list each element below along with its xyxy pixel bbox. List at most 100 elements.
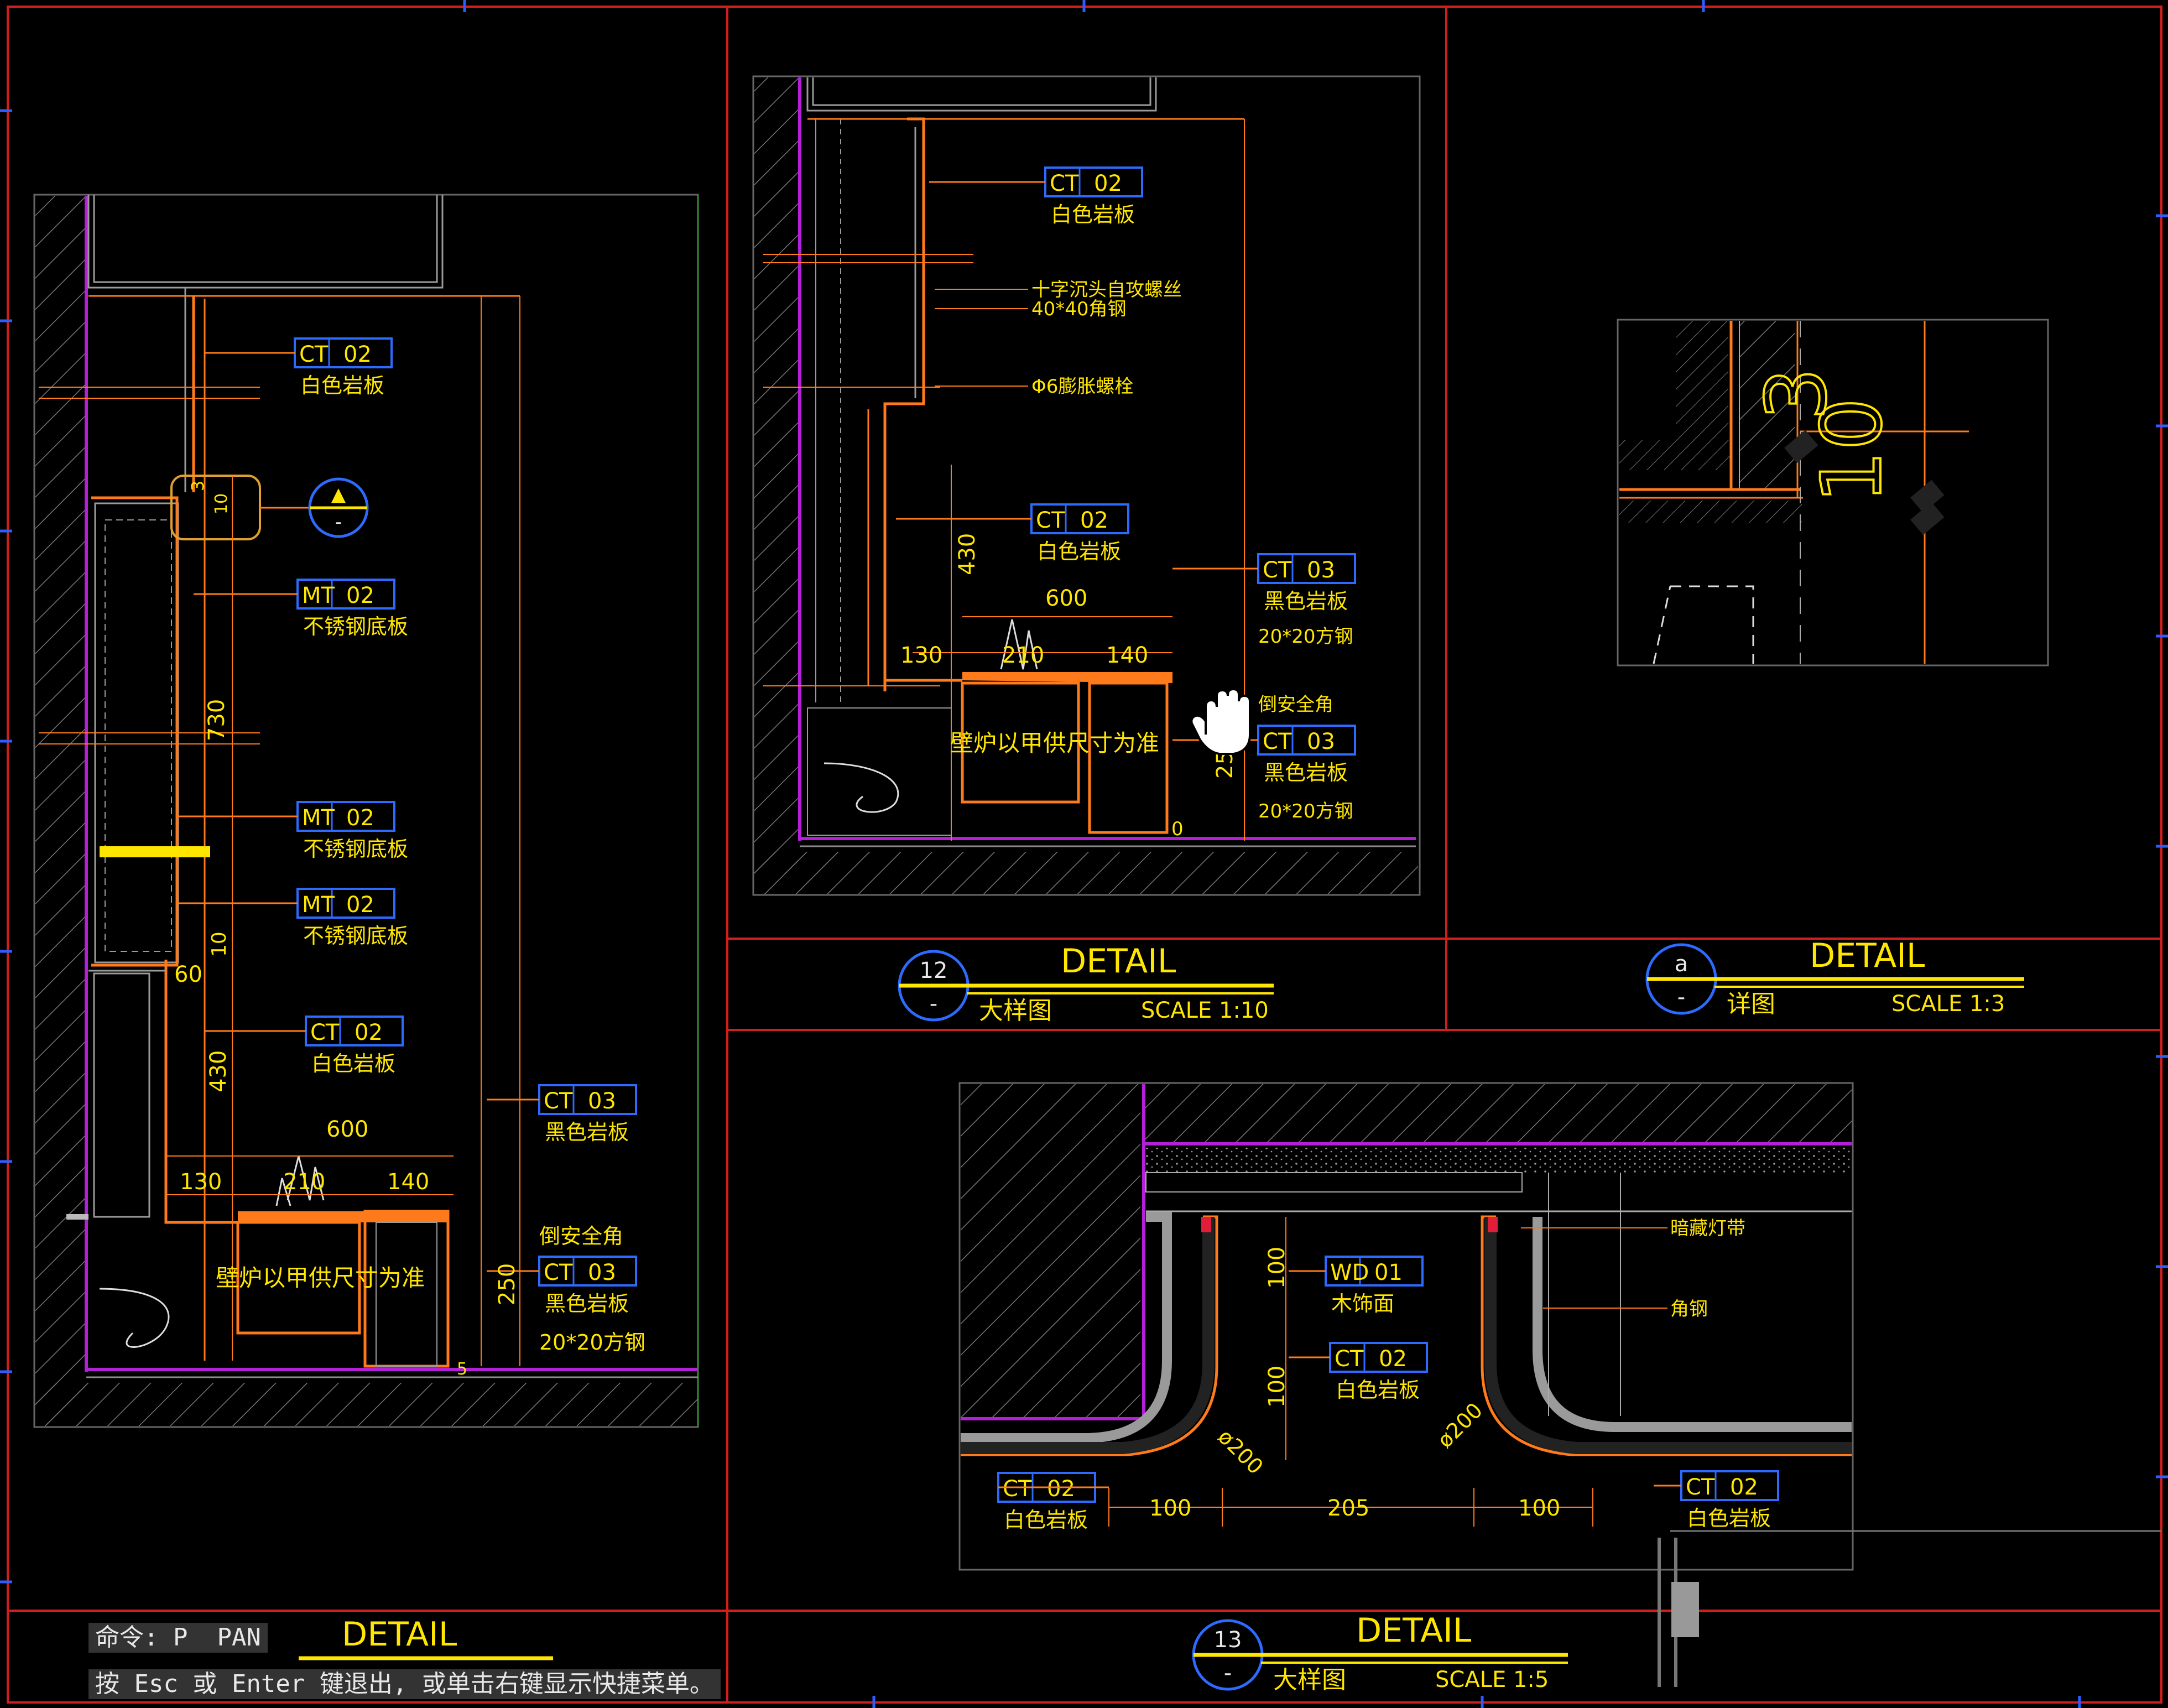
detail-12-dim-4: 210 [1002, 643, 1044, 668]
left-dim-6: 430 [206, 1050, 231, 1092]
left-dim-2: 10 [212, 493, 231, 514]
detail-12-note-4: 20*20方钢 [1258, 626, 1353, 648]
detail-12-dim-3: 130 [900, 643, 942, 668]
left-dim-9: 210 [283, 1169, 325, 1195]
left-dim-1: 3 [189, 481, 208, 491]
left-title: DETAIL [342, 1615, 457, 1654]
left-tag-5-code: CT [310, 1020, 340, 1045]
left-dim-5: 60 [174, 962, 202, 987]
detail-13-tag-1-code: WD [1330, 1260, 1369, 1285]
detail-13-dim-5: 100 [1149, 1496, 1191, 1521]
detail-12-tag-4-number: 03 [1307, 729, 1335, 754]
left-dim-7: 600 [326, 1117, 368, 1142]
detail-12-title-block-sub: - [930, 991, 937, 1017]
detail-13-tag-3-number: 02 [1047, 1476, 1075, 1502]
command-line-prompt[interactable]: 命令: P PAN [88, 1623, 268, 1653]
hand-pan-cursor-icon [1190, 688, 1251, 755]
left-tag-6-number: 03 [588, 1089, 616, 1114]
detail-13-tag-1-number: 01 [1374, 1260, 1403, 1285]
detail-left-drawing [33, 194, 699, 1428]
left-tag-2-description: 不锈钢底板 [303, 615, 408, 639]
left-tag-7-code: CT [544, 1260, 573, 1285]
detail-13-note-angle-steel: 角钢 [1670, 1298, 1708, 1320]
left-tag-3-code: MT [302, 805, 335, 831]
left-tag-3-number: 02 [346, 805, 374, 831]
left-note-fireplace: 壁炉以甲供尺寸为准 [216, 1264, 425, 1292]
detail-12-note-7: 壁炉以甲供尺寸为准 [950, 730, 1159, 757]
detail-13-tag-4-description: 白色岩板 [1687, 1506, 1771, 1530]
detail-12-title-block-name: 大样图 [979, 997, 1052, 1025]
left-tag-5-description: 白色岩板 [311, 1051, 395, 1076]
detail-13-tag-3-code: CT [1003, 1476, 1032, 1502]
left-tag-1-description: 白色岩板 [300, 373, 384, 398]
detail-12-note-3: Φ6膨胀螺栓 [1031, 376, 1133, 398]
left-tag-1-code: CT [299, 342, 329, 367]
left-section-callout: ▲- [308, 477, 369, 538]
detail-13-tag-1-description: 木饰面 [1331, 1292, 1394, 1316]
detail-12-dim-2: 600 [1045, 586, 1087, 611]
detail-13-title-block-number: 13 [1214, 1627, 1242, 1653]
detail-13-dim-3: ø200 [1213, 1424, 1268, 1479]
detail-12-note-5: 倒安全角 [1258, 694, 1333, 716]
left-tag-2-number: 02 [346, 583, 374, 608]
detail-12-note-2: 40*40角钢 [1031, 298, 1127, 320]
detail-13-dim-7: 100 [1518, 1496, 1560, 1521]
detail-13-dim-4: ø200 [1432, 1398, 1487, 1453]
detail-13-dim-2: 100 [1264, 1366, 1290, 1408]
detail-12-tag-2-code: CT [1036, 508, 1065, 533]
detail-12-tag-2-number: 02 [1080, 508, 1108, 533]
left-tag-4-code: MT [302, 892, 335, 918]
left-tag-7-number: 03 [588, 1260, 616, 1285]
detail-12-title-block: 12 - DETAIL 大样图 SCALE 1:10 [898, 942, 1274, 1025]
detail-12-tag-1-description: 白色岩板 [1051, 202, 1135, 227]
left-callout-bottom: - [335, 511, 342, 533]
left-dim-8: 130 [180, 1169, 222, 1195]
detail-12-title-block-number: 12 [920, 958, 948, 983]
detail-12-note-1: 十字沉头自攻螺丝 [1031, 279, 1182, 301]
left-dim-4: 10 [208, 931, 231, 957]
left-tag-4-number: 02 [346, 892, 374, 918]
left-tag-6-description: 黑色岩板 [545, 1120, 629, 1144]
detail-13-title-block-name: 大样图 [1273, 1666, 1346, 1694]
detail-12-title-block-title: DETAIL [1061, 942, 1176, 981]
detail-a-title-block-sub: - [1677, 985, 1685, 1010]
detail-12-drawing [752, 75, 1421, 896]
detail-left-dimensions [166, 296, 520, 1366]
detail-12-note-6: 20*20方钢 [1258, 800, 1353, 822]
detail-12-dim-1: 430 [955, 533, 980, 575]
detail-a-title-block-name: 详图 [1727, 990, 1775, 1018]
detail-a-dim-10: 10 [1804, 398, 1900, 503]
detail-13-title-block-sub: - [1224, 1660, 1232, 1686]
left-note-chamfer: 倒安全角 [539, 1224, 623, 1248]
detail-12-dim-7: 0 [1171, 818, 1184, 840]
detail-12-title-block-scale: SCALE 1:10 [1141, 998, 1269, 1023]
detail-12-tag-3-code: CT [1263, 558, 1292, 583]
detail-12-dim-5: 140 [1106, 643, 1148, 668]
detail-12-tag-4-code: CT [1263, 729, 1292, 754]
detail-13-dimensions [1108, 1217, 1593, 1527]
detail-12-tag-4-description: 黑色岩板 [1264, 761, 1348, 785]
detail-13-tag-4-code: CT [1686, 1475, 1715, 1500]
left-tag-5: CT 02 白色岩板 [205, 1016, 404, 1076]
left-callout-top: ▲ [331, 483, 346, 506]
left-tag-1-number: 02 [343, 342, 372, 367]
detail-13-tag-2-number: 02 [1379, 1346, 1407, 1372]
left-tag-7-description: 黑色岩板 [545, 1292, 629, 1316]
left-tag-5-number: 02 [355, 1020, 383, 1045]
detail-a-title-block-title: DETAIL [1810, 936, 1925, 975]
detail-13-title-block-title: DETAIL [1356, 1611, 1472, 1650]
detail-12-tag-1-code: CT [1050, 171, 1079, 196]
